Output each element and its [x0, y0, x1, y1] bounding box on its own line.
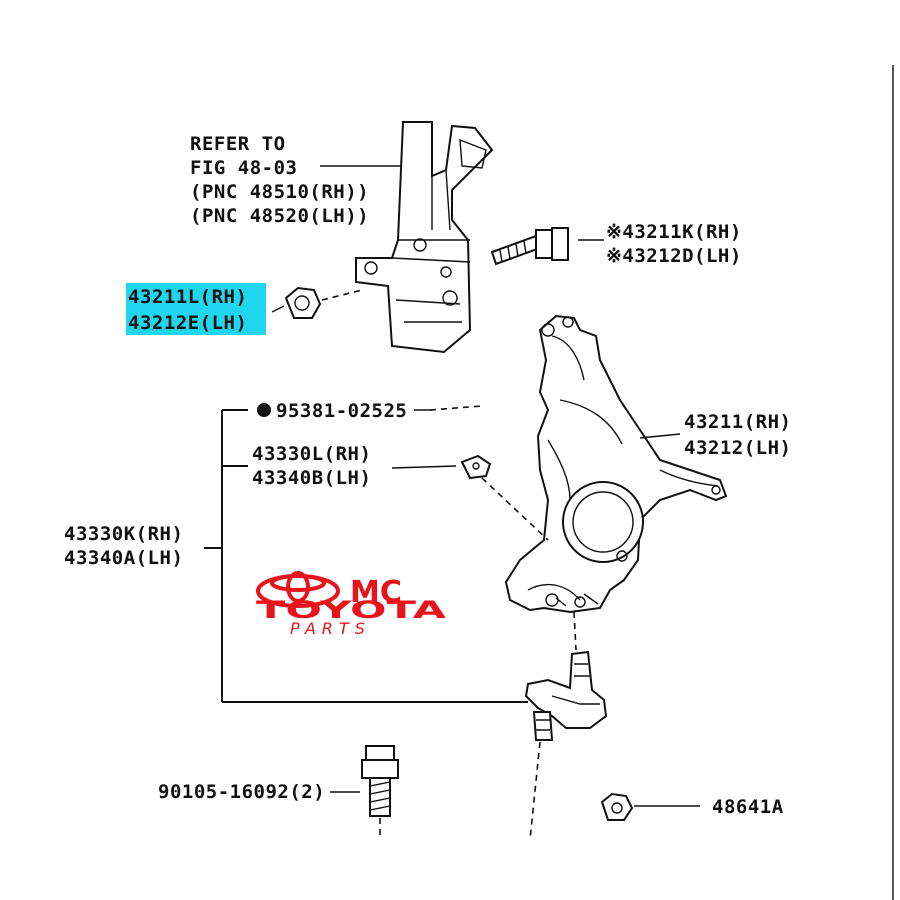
part-label-seal[interactable]: 95381-02525: [276, 400, 407, 422]
part-label-nut-rh[interactable]: 43211L(RH): [128, 286, 247, 308]
dashed-line: [321, 289, 363, 301]
part-label-cover-rh[interactable]: 43330L(RH): [252, 443, 371, 465]
watermark-line-1: MC: [350, 575, 402, 610]
flange-nut-illustration: [284, 286, 322, 319]
dust-cover-illustration: [460, 454, 492, 480]
part-label-balljoint-lh[interactable]: 43340A(LH): [64, 547, 183, 569]
part-label-nut-lh[interactable]: 43212E(LH): [128, 312, 247, 334]
part-label-knuckle-lh[interactable]: 43212(LH): [684, 437, 791, 459]
part-label-lower-nut[interactable]: 48641A: [712, 796, 784, 818]
highlight-box: [126, 283, 266, 335]
part-label-upper-bolt-rh[interactable]: ※43211K(RH): [606, 221, 742, 243]
part-label-upper-bolt-lh[interactable]: ※43212D(LH): [606, 245, 742, 267]
dashed-line: [429, 405, 483, 411]
watermark-line-3: PARTS: [290, 619, 371, 638]
part-label-knuckle-rh[interactable]: 43211(RH): [684, 411, 791, 433]
refer-note: REFER TO FIG 48-03 (PNC 48510(RH)) (PNC …: [190, 133, 369, 227]
refer-line-2: FIG 48-03: [190, 157, 297, 179]
upper-bolt-illustration: [490, 227, 569, 266]
part-label-cover-lh[interactable]: 43340B(LH): [252, 467, 371, 489]
part-label-balljoint-rh[interactable]: 43330K(RH): [64, 523, 183, 545]
lower-nut-illustration: [600, 792, 634, 821]
steering-knuckle-illustration: [504, 314, 728, 614]
leader-line: [639, 433, 681, 439]
dashed-line: [529, 741, 541, 841]
leader-line: [271, 305, 285, 313]
seal-label[interactable]: 95381-02525: [257, 400, 407, 422]
ball-joint-illustration: [524, 650, 608, 741]
watermark-line-2: TOYOTA: [256, 596, 447, 624]
filled-dot-icon: [257, 403, 271, 417]
dashed-line: [573, 611, 577, 651]
shock-absorber-illustration: [355, 121, 494, 354]
refer-line-1: REFER TO: [190, 133, 286, 155]
part-label-lower-bolt[interactable]: 90105-16092(2): [158, 781, 325, 803]
watermark-logo: MC TOYOTA PARTS: [256, 571, 447, 638]
refer-line-4: (PNC 48520(LH)): [190, 205, 369, 227]
leader-line: [391, 465, 457, 469]
lower-bolt-illustration: [361, 745, 399, 817]
toyota-emblem-icon: [256, 571, 340, 608]
bracket-line: [204, 409, 528, 703]
refer-line-3: (PNC 48510(RH)): [190, 181, 369, 203]
dashed-line: [481, 477, 549, 541]
